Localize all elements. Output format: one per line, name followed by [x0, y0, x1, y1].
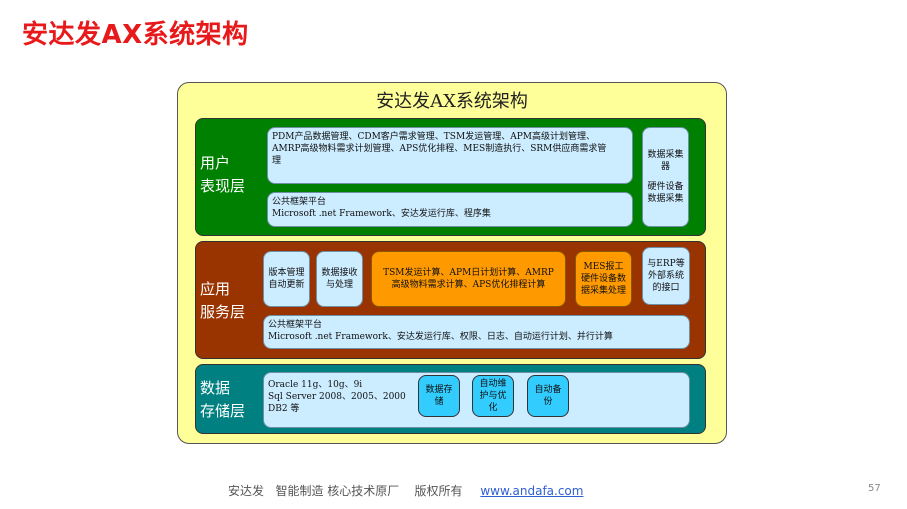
- user-apps-line2: AMRP高级物料需求计划管理、APS优化排程、MES制造执行、SRM供应商需求管: [272, 144, 607, 154]
- maint-line2: 护与优: [479, 391, 507, 401]
- user-framework-line1: 公共框架平台: [272, 197, 327, 207]
- user-layer-label: 用户 表现层: [200, 152, 245, 198]
- calc-line1: TSM发运计算、APM日计划计算、AMRP: [383, 268, 554, 278]
- diagram-title: 安达发AX系统架构: [376, 91, 528, 112]
- receive-line1: 数据接收: [321, 268, 358, 278]
- data-collector-box: 数据采集 器 硬件设备 数据采集: [642, 127, 689, 227]
- maint-line1: 自动维: [479, 379, 507, 389]
- version-line1: 版本管理: [268, 268, 305, 278]
- user-layer-label-line2: 表现层: [200, 177, 246, 195]
- maint-line3: 化: [488, 403, 498, 413]
- user-apps-box: PDM产品数据管理、CDM客户需求管理、TSM发运管理、APM高级计划管理、 A…: [267, 127, 633, 184]
- service-framework-line1: 公共框架平台: [268, 320, 323, 330]
- user-layer: 用户 表现层 PDM产品数据管理、CDM客户需求管理、TSM发运管理、APM高级…: [195, 118, 706, 236]
- collector-line4: 数据采集: [647, 194, 684, 204]
- erp-line3: 的接口: [652, 283, 680, 293]
- storage-layer-label: 数据 存储层: [200, 377, 245, 423]
- architecture-diagram: 安达发AX系统架构 用户 表现层 PDM产品数据管理、CDM客户需求管理、TSM…: [177, 82, 727, 444]
- collector-line2: 器: [660, 162, 670, 172]
- storage-layer: 数据 存储层 Oracle 11g、10g、9i Sql Server 2008…: [195, 364, 706, 434]
- user-apps-line3: 理: [272, 156, 282, 166]
- collector-line3: 硬件设备: [647, 182, 684, 192]
- auto-maintenance-pill: 自动维 护与优 化: [472, 375, 514, 417]
- mes-box: MES报工 硬件设备数 据采集处理: [575, 251, 632, 307]
- service-layer: 应用 服务层 版本管理 自动更新 数据接收 与处理 TSM发运计算、APM日计划…: [195, 241, 706, 359]
- storage-line2: 储: [434, 397, 444, 407]
- version-line2: 自动更新: [268, 280, 305, 290]
- erp-line1: 与ERP等: [647, 259, 685, 269]
- service-framework-box: 公共框架平台 Microsoft .net Framework、安达发运行库、权…: [263, 315, 690, 349]
- data-storage-pill: 数据存 储: [418, 375, 460, 417]
- erp-interface-box: 与ERP等 外部系统 的接口: [642, 247, 690, 305]
- user-layer-label-line1: 用户: [200, 154, 231, 172]
- auto-backup-pill: 自动备 份: [527, 375, 569, 417]
- mes-line3: 据采集处理: [580, 286, 626, 296]
- backup-line1: 自动备: [534, 385, 562, 395]
- calc-line2: 高级物料需求计算、APS优化排程计算: [391, 280, 546, 290]
- mes-line2: 硬件设备数: [580, 274, 626, 284]
- db-line1: Oracle 11g、10g、9i: [268, 380, 363, 390]
- service-framework-line2: Microsoft .net Framework、安达发运行库、权限、日志、自动…: [268, 332, 613, 342]
- data-receive-box: 数据接收 与处理: [316, 251, 363, 307]
- version-box: 版本管理 自动更新: [263, 251, 310, 307]
- user-framework-box: 公共框架平台 Microsoft .net Framework、安达发运行库、程…: [267, 192, 633, 227]
- backup-line2: 份: [543, 397, 553, 407]
- page-number: 57: [868, 483, 881, 494]
- storage-line1: 数据存: [425, 385, 453, 395]
- footer-website-link[interactable]: www.andafa.com: [480, 484, 584, 498]
- footer-text: 安达发 智能制造 核心技术原厂 版权所有: [228, 484, 463, 498]
- service-layer-label: 应用 服务层: [200, 278, 245, 324]
- user-apps-line1: PDM产品数据管理、CDM客户需求管理、TSM发运管理、APM高级计划管理、: [272, 132, 595, 142]
- db-line2: Sql Server 2008、2005、2000: [268, 392, 406, 402]
- footer: 安达发 智能制造 核心技术原厂 版权所有 www.andafa.com: [228, 482, 583, 499]
- service-layer-label-line2: 服务层: [200, 303, 246, 321]
- storage-layer-label-line1: 数据: [200, 379, 231, 397]
- user-framework-line2: Microsoft .net Framework、安达发运行库、程序集: [272, 209, 491, 219]
- collector-line1: 数据采集: [647, 150, 684, 160]
- storage-layer-label-line2: 存储层: [200, 402, 246, 420]
- receive-line2: 与处理: [325, 280, 353, 290]
- mes-line1: MES报工: [583, 262, 624, 272]
- slide-title: 安达发AX系统架构: [22, 20, 249, 50]
- service-layer-label-line1: 应用: [200, 280, 231, 298]
- erp-line2: 外部系统: [647, 271, 684, 281]
- calculation-box: TSM发运计算、APM日计划计算、AMRP 高级物料需求计算、APS优化排程计算: [371, 251, 566, 307]
- db-line3: DB2 等: [268, 404, 300, 414]
